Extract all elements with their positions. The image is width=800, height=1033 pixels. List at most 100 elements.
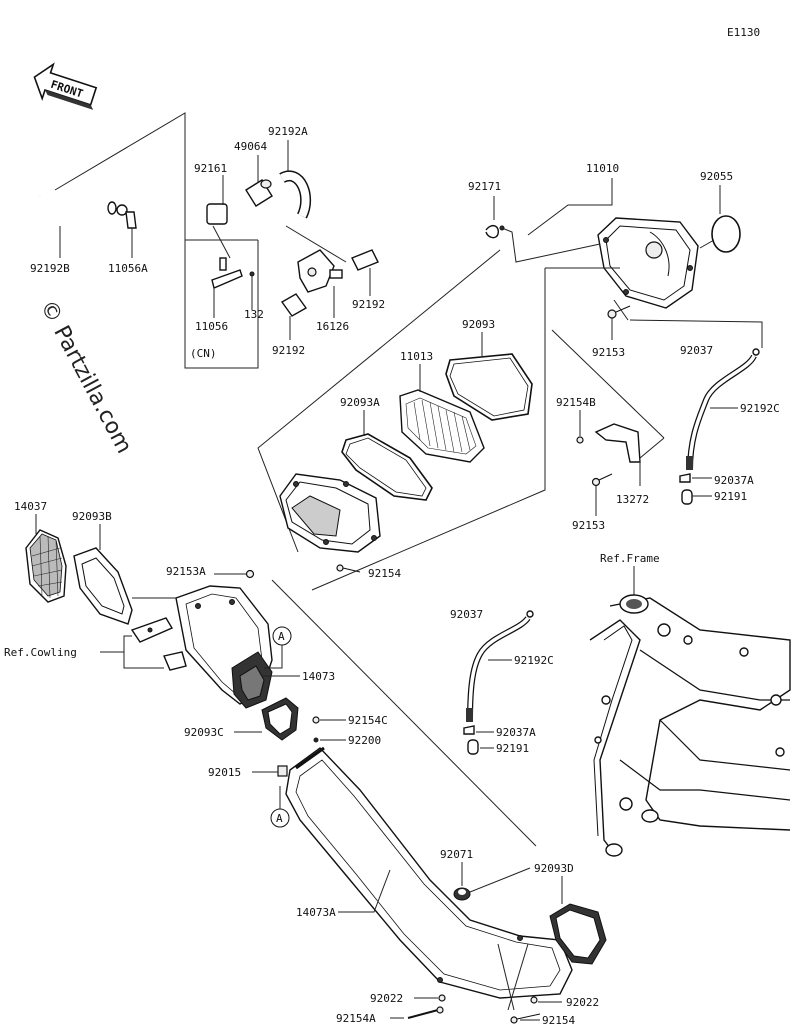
clip-92037-lower	[526, 610, 534, 618]
label-92022-right: 92022	[566, 996, 599, 1009]
label-ref-frame: Ref.Frame	[600, 552, 660, 565]
label-92037-lower: 92037	[450, 608, 483, 621]
bolt-92154	[336, 564, 361, 573]
label-92037A-lower: 92037A	[496, 726, 536, 739]
diagram-code: E1130	[727, 26, 760, 39]
plug-92191-right	[681, 489, 693, 505]
bolt-92154C	[312, 716, 320, 724]
air-filter-11013	[399, 389, 485, 463]
label-14073A: 14073A	[296, 906, 336, 919]
label-92153-mid: 92153	[572, 519, 605, 532]
label-11056: 11056	[195, 320, 228, 333]
label-92037-right: 92037	[680, 344, 713, 357]
airbox-cover-11010	[597, 217, 699, 309]
label-92192-a: 92192	[352, 298, 385, 311]
frame	[589, 594, 791, 857]
front-arrow-icon: FRONT	[33, 62, 98, 110]
label-92191-right: 92191	[714, 490, 747, 503]
label-92154B: 92154B	[556, 396, 596, 409]
label-92192C-lower: 92192C	[514, 654, 554, 667]
grommet-92015	[277, 765, 288, 777]
plug-92191-lower	[467, 739, 479, 755]
svg-text:A: A	[276, 812, 283, 825]
grommet-92071	[453, 887, 471, 901]
clip-92037A-lower	[463, 725, 475, 735]
label-ref-cowling: Ref.Cowling	[4, 646, 77, 659]
label-16126: 16126	[316, 320, 349, 333]
clamp-11056	[211, 257, 255, 289]
label-11056A: 11056A	[108, 262, 148, 275]
label-92071: 92071	[440, 848, 473, 861]
marker-A-top: A	[272, 626, 292, 646]
fitting-92161	[206, 203, 228, 225]
hose-92192-a	[351, 249, 379, 271]
bolt-92154A	[407, 1006, 444, 1019]
label-92154A: 92154A	[336, 1012, 376, 1025]
clip-92037-right	[752, 348, 760, 356]
bolt-92154B	[576, 436, 584, 444]
label-92191-lower: 92191	[496, 742, 529, 755]
bracket-cowling	[130, 617, 187, 671]
label-92093C: 92093C	[184, 726, 224, 739]
airbox-case	[279, 473, 381, 553]
label-92171: 92171	[468, 180, 501, 193]
label-92015: 92015	[208, 766, 241, 779]
hose-92192B	[31, 193, 117, 232]
label-92192-b: 92192	[272, 344, 305, 357]
marker-A-bottom: A	[270, 808, 290, 828]
label-92154C: 92154C	[348, 714, 388, 727]
hose-92192C-right	[686, 354, 757, 471]
clip-92037A-right	[679, 473, 691, 483]
label-132: 132	[244, 308, 264, 321]
label-92093A: 92093A	[340, 396, 380, 409]
label-92055: 92055	[700, 170, 733, 183]
gasket-92093	[445, 353, 533, 421]
duct-14073A	[285, 746, 573, 999]
washer-92200	[313, 737, 319, 743]
washer-92022-left	[438, 994, 446, 1002]
label-13272: 13272	[616, 493, 649, 506]
washer-92022-right	[530, 996, 538, 1004]
gasket-92093C	[261, 697, 299, 741]
label-92153A: 92153A	[166, 565, 206, 578]
hose-92192C-lower	[466, 616, 531, 723]
valve-49064	[245, 179, 273, 207]
label-11013: 11013	[400, 350, 433, 363]
label-11010: 11010	[586, 162, 619, 175]
label-49064: 49064	[234, 140, 267, 153]
clip-92171	[485, 224, 505, 239]
label-92154: 92154	[368, 567, 401, 580]
bolt-92153-mid	[591, 473, 613, 487]
label-92153-top: 92153	[592, 346, 625, 359]
label-14037: 14037	[14, 500, 47, 513]
label-92093B: 92093B	[72, 510, 112, 523]
svg-text:A: A	[278, 630, 285, 643]
label-92154-bottom: 92154	[542, 1014, 575, 1027]
label-92200: 92200	[348, 734, 381, 747]
label-92037A-right: 92037A	[714, 474, 754, 487]
duct-14073	[175, 585, 273, 709]
label-92093D: 92093D	[534, 862, 574, 875]
label-92161: 92161	[194, 162, 227, 175]
label-92192B: 92192B	[30, 262, 70, 275]
bolt-92154-bottom	[510, 1013, 541, 1024]
grille-14037	[25, 529, 67, 603]
label-14073: 14073	[302, 670, 335, 683]
label-CN: (CN)	[190, 347, 217, 360]
joint-16126	[297, 249, 343, 293]
hose-92192A	[279, 170, 312, 219]
gasket-92093B	[73, 547, 133, 625]
bolt-92153A	[245, 569, 255, 579]
hose-92192-b	[280, 293, 308, 317]
watermark: © Partzilla.com	[35, 296, 137, 458]
label-92192C-right: 92192C	[740, 402, 780, 415]
o-ring-92055	[711, 215, 741, 253]
label-92192A: 92192A	[268, 125, 308, 138]
bolt-92153-top	[607, 305, 631, 319]
label-92093: 92093	[462, 318, 495, 331]
clamp-11056A	[116, 204, 137, 229]
gasket-92093D	[549, 903, 607, 965]
gasket-92093A	[341, 433, 433, 501]
bracket-13272	[594, 423, 641, 463]
